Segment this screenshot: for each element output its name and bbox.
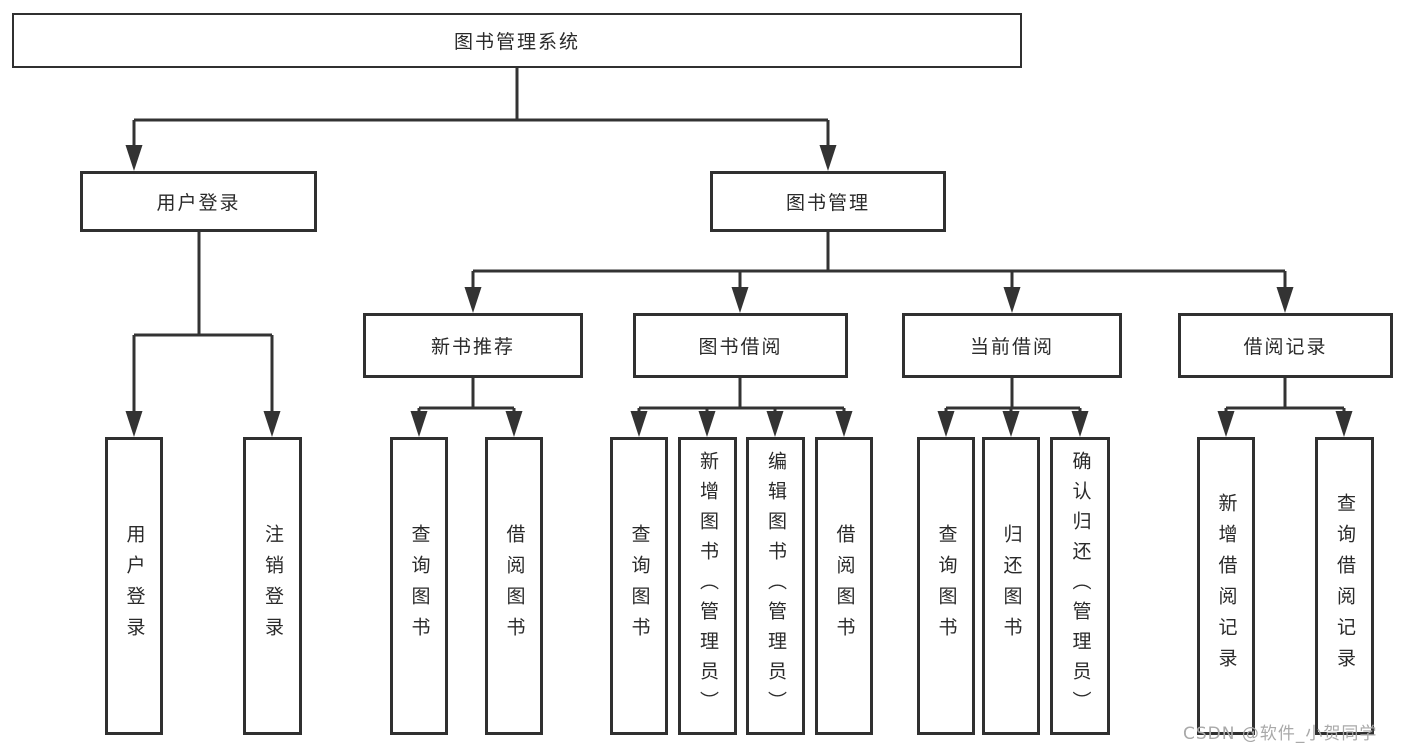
box-label: 用户登录 xyxy=(156,192,241,214)
leaf-label: 查询图书 xyxy=(935,524,958,648)
box-user-login: 用户登录 xyxy=(80,171,317,232)
leaf-search-books-current: 查询图书 xyxy=(917,437,975,735)
box-book-management: 图书管理 xyxy=(710,171,946,232)
leaf-borrow-books-borrowing: 借阅图书 xyxy=(815,437,873,735)
leaf-confirm-return-admin: 确认归还（管理员） xyxy=(1050,437,1110,735)
box-label: 新书推荐 xyxy=(430,336,515,358)
leaf-add-borrow-record: 新增借阅记录 xyxy=(1197,437,1255,735)
leaf-user-login: 用户登录 xyxy=(105,437,163,735)
box-borrowing-records: 借阅记录 xyxy=(1178,313,1393,378)
leaf-logout: 注销登录 xyxy=(243,437,302,735)
leaf-label: 用户登录 xyxy=(123,524,146,648)
leaf-label: 借阅图书 xyxy=(833,524,856,648)
leaf-search-books-recommend: 查询图书 xyxy=(390,437,448,735)
box-label: 图书借阅 xyxy=(698,336,783,358)
leaf-label: 查询图书 xyxy=(628,524,651,648)
leaf-label: 查询借阅记录 xyxy=(1334,493,1356,679)
leaf-label: 新增图书（管理员） xyxy=(697,451,719,721)
box-label: 借阅记录 xyxy=(1243,336,1328,358)
box-library-management-system: 图书管理系统 xyxy=(12,13,1022,68)
box-book-borrowing: 图书借阅 xyxy=(633,313,848,378)
csdn-watermark: CSDN @软件_小贺同学 xyxy=(1183,724,1378,744)
leaf-search-borrow-record: 查询借阅记录 xyxy=(1315,437,1374,735)
box-current-borrowing: 当前借阅 xyxy=(902,313,1122,378)
box-label: 图书管理 xyxy=(785,192,870,214)
leaf-edit-book-admin: 编辑图书（管理员） xyxy=(746,437,805,735)
leaf-label: 查询图书 xyxy=(408,524,431,648)
leaf-label: 归还图书 xyxy=(1000,524,1023,648)
box-new-book-recommendation: 新书推荐 xyxy=(363,313,583,378)
leaf-label: 确认归还（管理员） xyxy=(1069,451,1092,721)
leaf-return-book: 归还图书 xyxy=(982,437,1040,735)
leaf-search-books-borrowing: 查询图书 xyxy=(610,437,668,735)
leaf-label: 编辑图书（管理员） xyxy=(765,451,787,721)
leaf-label: 注销登录 xyxy=(262,524,284,648)
box-label: 图书管理系统 xyxy=(453,31,580,53)
box-label: 当前借阅 xyxy=(969,336,1054,358)
leaf-label: 借阅图书 xyxy=(503,524,526,648)
leaf-label: 新增借阅记录 xyxy=(1215,493,1238,679)
leaf-borrow-books-recommend: 借阅图书 xyxy=(485,437,543,735)
leaf-add-book-admin: 新增图书（管理员） xyxy=(678,437,737,735)
